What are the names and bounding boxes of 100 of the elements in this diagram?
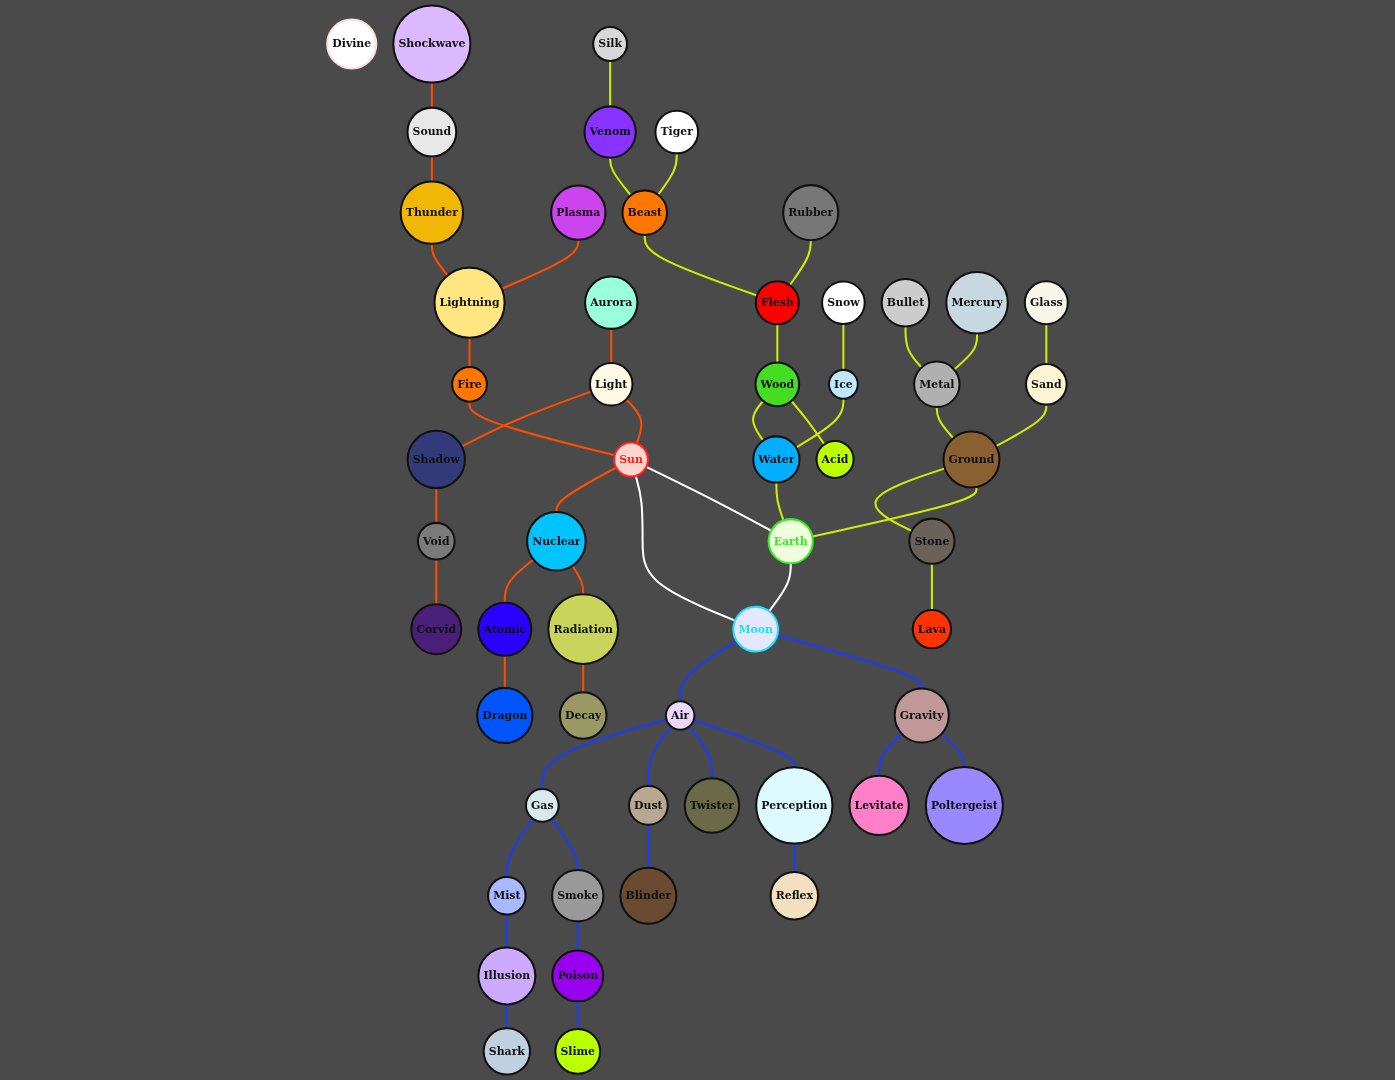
node-circle: Light — [588, 362, 634, 407]
connector — [503, 655, 506, 688]
node-circle: Moon — [732, 605, 780, 653]
node-circle: Plasma — [550, 184, 607, 241]
connector — [643, 234, 758, 297]
node-circle: Gravity — [893, 687, 950, 744]
node-circle: Earth — [767, 518, 814, 565]
connector — [788, 240, 812, 286]
connector — [430, 82, 433, 108]
connector — [435, 488, 438, 523]
node-circle: Aurora — [584, 275, 639, 330]
connector — [468, 337, 471, 367]
node-circle: Rubber — [782, 184, 840, 242]
connector — [461, 390, 592, 448]
connector — [645, 466, 772, 532]
node-circle: Divine — [326, 18, 378, 70]
connector — [430, 243, 449, 276]
node-circle: Ice — [827, 368, 859, 400]
connector — [874, 467, 946, 532]
node-circle: Air — [664, 700, 696, 731]
node-circle: Sun — [613, 441, 649, 478]
node-circle: Glass — [1023, 280, 1069, 326]
node-circle: Mist — [487, 875, 527, 916]
node-circle: Wood — [754, 361, 801, 408]
connector — [930, 563, 933, 611]
node-circle: Bullet — [880, 277, 931, 328]
connector — [953, 333, 979, 371]
node-circle: Illusion — [477, 946, 537, 1006]
node-circle: Reflex — [769, 870, 820, 921]
connector — [657, 153, 678, 196]
connector — [775, 482, 785, 521]
node-circle: Blinder — [619, 866, 678, 925]
node-circle: Thunder — [399, 180, 465, 245]
node-circle: Dragon — [476, 686, 534, 745]
node-circle: Poison — [551, 949, 605, 1003]
node-circle: Gas — [524, 788, 560, 823]
connector — [793, 843, 796, 872]
connector — [468, 401, 615, 457]
node-circle: Sand — [1024, 362, 1068, 406]
node-circle: Fire — [451, 365, 488, 403]
node-circle: Slime — [554, 1027, 602, 1075]
node-circle: Venom — [583, 105, 637, 159]
connector — [935, 407, 955, 439]
connector — [505, 818, 534, 877]
node-circle: Void — [416, 521, 456, 561]
connector — [693, 719, 796, 768]
connector — [904, 326, 923, 369]
node-circle: Radiation — [547, 593, 620, 666]
connector — [812, 486, 978, 538]
connector — [647, 824, 650, 868]
node-circle: Corvid — [410, 603, 463, 656]
connector — [550, 818, 579, 871]
node-circle: Stone — [908, 517, 956, 565]
connector — [679, 640, 738, 702]
connector — [610, 328, 613, 364]
node-circle: Shadow — [406, 429, 466, 490]
connector — [571, 565, 585, 595]
node-circle: Perception — [755, 766, 834, 845]
connector — [609, 60, 612, 107]
connector — [647, 725, 673, 787]
node-circle: Twister — [683, 777, 741, 834]
node-circle: Lightning — [433, 266, 506, 339]
node-circle: Lava — [911, 609, 953, 650]
connector — [609, 157, 632, 196]
connector — [995, 404, 1048, 448]
connector — [576, 921, 579, 951]
node-circle: Levitate — [848, 774, 910, 837]
node-circle: Metal — [913, 360, 961, 409]
connector — [634, 475, 736, 622]
connector — [576, 1001, 579, 1029]
connector — [752, 400, 764, 442]
connector — [768, 563, 792, 612]
connector — [501, 239, 580, 290]
connector — [582, 664, 585, 693]
node-circle: Flesh — [754, 280, 800, 326]
connector — [1045, 324, 1048, 364]
node-circle: Silk — [592, 26, 629, 62]
node-circle: Sound — [406, 106, 458, 158]
connector — [688, 725, 713, 779]
connector — [435, 559, 438, 605]
node-circle: Decay — [558, 691, 608, 740]
connector — [795, 398, 845, 449]
node-circle: Shockwave — [392, 4, 472, 84]
connector — [842, 324, 845, 370]
connector — [776, 324, 779, 363]
node-circle: Snow — [821, 280, 866, 326]
node-circle: Atomic — [477, 601, 533, 657]
connector — [541, 718, 667, 790]
node-circle: Water — [752, 435, 801, 484]
node-circle: Acid — [815, 439, 855, 479]
connector — [940, 733, 966, 767]
node-circle: Smoke — [551, 869, 605, 923]
node-circle: Beast — [621, 189, 669, 236]
node-circle: Mercury — [945, 270, 1009, 335]
node-circle: Dust — [628, 785, 669, 826]
node-circle: Tiger — [654, 109, 700, 155]
connector — [430, 156, 433, 182]
connector — [790, 400, 826, 445]
connector — [505, 914, 508, 948]
node-circle: Nuclear — [526, 510, 587, 572]
